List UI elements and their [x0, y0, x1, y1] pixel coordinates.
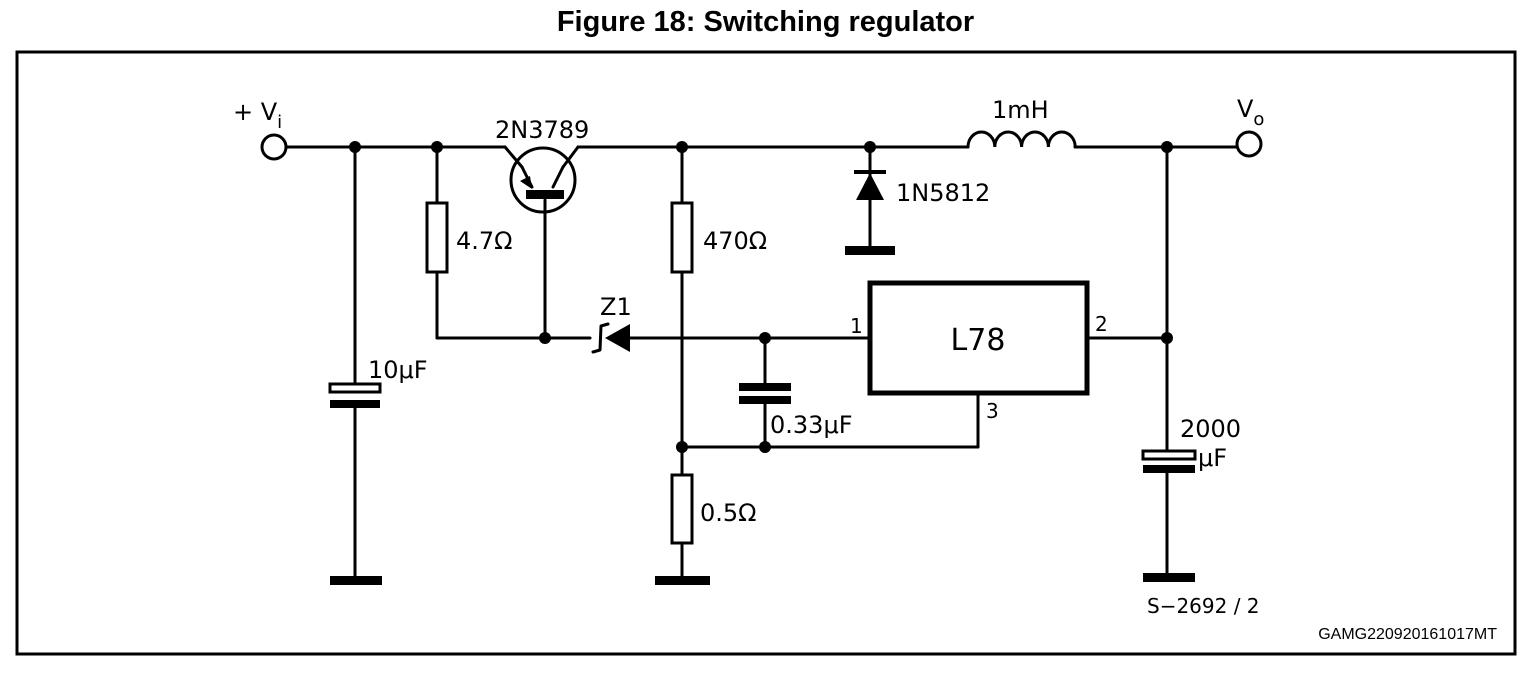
l78-regulator-block [867, 280, 1090, 396]
resistor-4.7-label: 4.7Ω [456, 227, 513, 255]
drawing-number: S−2692 / 2 [1147, 594, 1260, 618]
resistor-0.5-symbol [670, 473, 694, 545]
figure-code: GAMG220920161017MT [1318, 626, 1497, 643]
figure-title: Figure 18: Switching regulator [556, 6, 975, 38]
diode-label: 1N5812 [896, 179, 990, 207]
zener-diode-symbol [605, 324, 630, 352]
pin1-label: 1 [850, 314, 863, 338]
output-terminal [1235, 130, 1263, 158]
output-terminal-label: Vo [1237, 95, 1264, 130]
ground-symbol [330, 576, 382, 585]
capacitor-10uf-symbol [328, 382, 382, 394]
ground-symbol [1143, 573, 1195, 582]
ground-symbol [845, 246, 895, 255]
resistor-4.7-symbol [425, 201, 449, 274]
resistor-470-symbol [670, 201, 694, 274]
capacitor-033uf-label: 0.33μF [770, 411, 853, 439]
capacitor-2000uf-unit: μF [1198, 444, 1227, 472]
capacitor-033uf-symbol [739, 383, 791, 391]
regulator-label: L78 [951, 323, 1006, 358]
schottky-diode-symbol [856, 173, 884, 200]
input-terminal [260, 133, 288, 161]
capacitor-10uf-label: 10μF [368, 356, 428, 384]
resistor-470-label: 470Ω [703, 227, 767, 255]
capacitor-2000uf-symbol [1141, 449, 1197, 461]
transistor-symbol [509, 146, 577, 214]
junction-dots [349, 141, 1173, 453]
pin2-label: 2 [1095, 312, 1108, 336]
transistor-label: 2N3789 [495, 116, 589, 144]
zener-label: Z1 [600, 293, 632, 321]
inductor-label: 1mH [992, 96, 1049, 124]
resistor-0.5-label: 0.5Ω [700, 499, 757, 527]
input-terminal-label: + Vi [233, 98, 282, 133]
inductor-symbol [966, 130, 1077, 149]
ground-symbol [655, 576, 710, 585]
pin3-label: 3 [986, 399, 999, 423]
capacitor-2000uf-value: 2000 [1180, 415, 1241, 443]
figure-frame [15, 50, 1517, 656]
